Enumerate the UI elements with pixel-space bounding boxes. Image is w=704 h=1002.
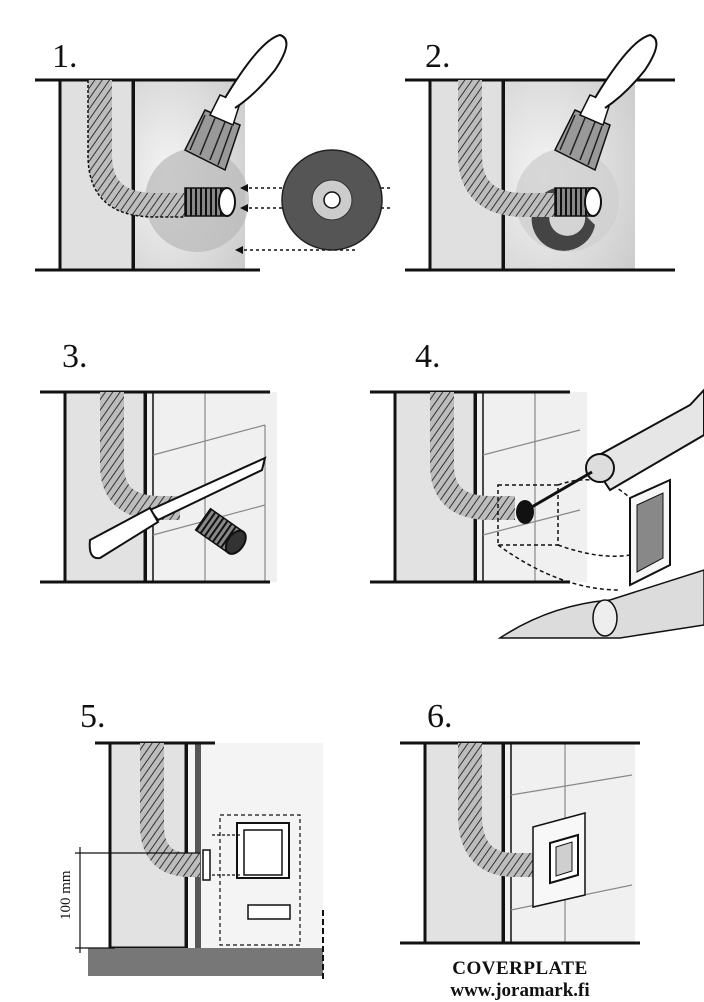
step-1-illustration bbox=[35, 33, 390, 272]
seal-hole bbox=[516, 500, 534, 524]
paint-brush bbox=[553, 33, 658, 172]
step-6-illustration bbox=[400, 741, 640, 945]
knife bbox=[88, 456, 267, 560]
floor-pipe bbox=[497, 569, 704, 639]
step-5-illustration: 100 mm bbox=[58, 741, 324, 980]
step-number-4: 4. bbox=[415, 338, 441, 375]
floor bbox=[88, 948, 323, 976]
step-number-5: 5. bbox=[80, 698, 106, 735]
footer-website: www.joramark.fi bbox=[450, 980, 590, 1001]
sealing-washer bbox=[281, 149, 383, 251]
dashed-outline bbox=[497, 479, 631, 591]
dimension-marker bbox=[75, 847, 200, 953]
flexible-hose bbox=[88, 80, 185, 217]
cover-plate bbox=[629, 478, 671, 587]
step-number-3: 3. bbox=[62, 338, 88, 375]
dimension-label: 100 mm bbox=[58, 870, 74, 920]
pipe-fitting bbox=[184, 187, 236, 217]
caulk-gun bbox=[529, 388, 704, 510]
step-3-illustration bbox=[40, 390, 277, 584]
cover-plate-drawing bbox=[212, 814, 301, 946]
footer: COVERPLATE www.joramark.fi bbox=[400, 958, 640, 1002]
pipe-fitting bbox=[194, 507, 247, 555]
step-number-6: 6. bbox=[427, 698, 453, 735]
footer-title: COVERPLATE bbox=[452, 958, 588, 979]
step-number-1: 1. bbox=[52, 38, 78, 75]
step-number-2: 2. bbox=[425, 38, 451, 75]
step-2-illustration bbox=[405, 33, 675, 272]
installed-cover-plate bbox=[532, 812, 586, 908]
step-4-illustration bbox=[370, 388, 704, 639]
paint-brush bbox=[183, 33, 288, 172]
